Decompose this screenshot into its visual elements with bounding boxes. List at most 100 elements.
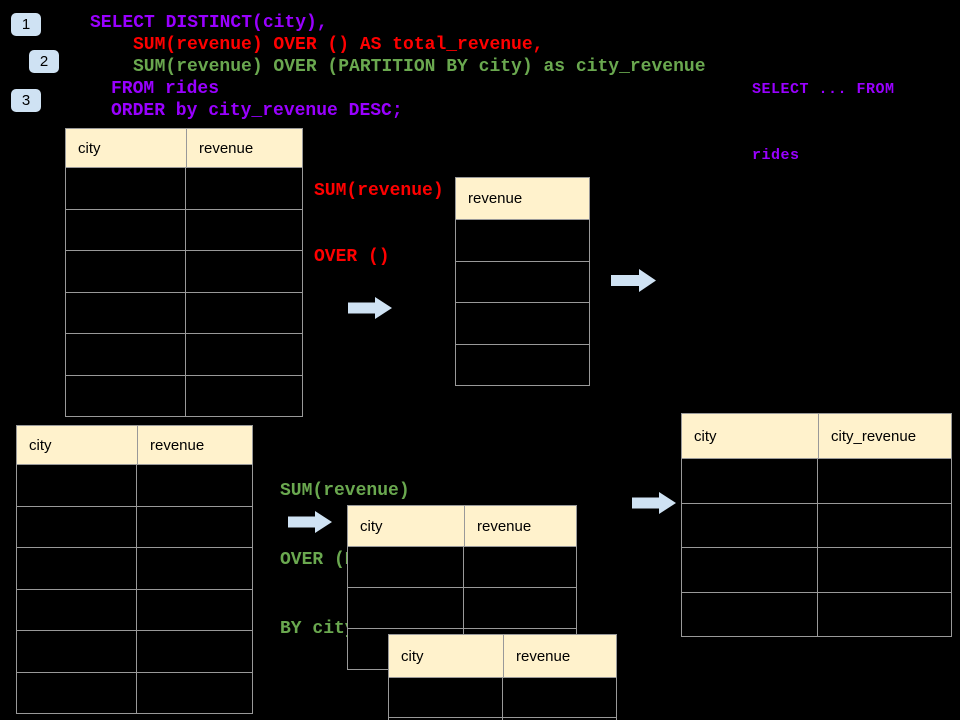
arrow-right-icon bbox=[348, 297, 392, 319]
table-row bbox=[389, 717, 616, 720]
table-cell bbox=[17, 589, 137, 630]
table-cell bbox=[66, 251, 186, 292]
table-cell bbox=[348, 588, 464, 628]
column-header-city-revenue: city_revenue bbox=[818, 414, 951, 458]
table-result-city-revenue: city city_revenue bbox=[681, 413, 952, 637]
table-cell bbox=[137, 673, 252, 714]
table-cell bbox=[137, 548, 252, 589]
table-row bbox=[17, 547, 252, 589]
table-row bbox=[66, 167, 302, 209]
table-cell bbox=[17, 672, 137, 713]
table-header-row: city revenue bbox=[348, 506, 576, 546]
table-row bbox=[456, 302, 589, 344]
table-cell bbox=[682, 503, 818, 547]
arrow-right-icon bbox=[611, 269, 656, 292]
table-body bbox=[66, 167, 302, 416]
table-cell bbox=[389, 678, 503, 717]
table-header-row: city city_revenue bbox=[682, 414, 951, 458]
table-cell bbox=[456, 220, 589, 261]
sql-line-city-revenue: SUM(revenue) OVER (PARTITION BY city) as… bbox=[133, 57, 706, 77]
table-header-row: city revenue bbox=[389, 635, 616, 677]
table-cell bbox=[66, 168, 186, 209]
table-cell bbox=[66, 375, 186, 416]
from-rides-note-line2: rides bbox=[752, 147, 800, 164]
table-row bbox=[66, 333, 302, 375]
table-header-row: city revenue bbox=[17, 426, 252, 464]
table-row bbox=[682, 547, 951, 592]
table-cell bbox=[818, 593, 951, 637]
table-row bbox=[682, 502, 951, 548]
table-row bbox=[17, 588, 252, 631]
table-row bbox=[682, 591, 951, 637]
column-header-city: city bbox=[694, 427, 717, 445]
table-cell bbox=[137, 631, 252, 672]
sql-line-from: FROM rides bbox=[111, 79, 220, 99]
arrow-right-icon bbox=[632, 492, 676, 514]
table-cell bbox=[17, 548, 137, 589]
table-cell bbox=[503, 678, 616, 717]
table-row bbox=[682, 458, 951, 503]
sql-line-select: SELECT DISTINCT(city), bbox=[90, 13, 328, 33]
table-cell bbox=[186, 251, 302, 292]
table-cell bbox=[682, 548, 818, 592]
table-cell bbox=[456, 345, 589, 386]
sql-line-total-revenue: SUM(revenue) OVER () AS total_revenue, bbox=[133, 35, 544, 55]
table-cell bbox=[66, 334, 186, 375]
table-body bbox=[17, 464, 252, 713]
table-partition-group-2: city revenue bbox=[388, 634, 617, 720]
table-body bbox=[456, 219, 589, 385]
column-header-city: city bbox=[401, 647, 424, 665]
table-cell bbox=[186, 168, 302, 209]
table-cell bbox=[682, 592, 818, 636]
table-cell bbox=[137, 590, 252, 631]
table-source-top: city revenue bbox=[65, 128, 303, 417]
table-cell bbox=[17, 631, 137, 672]
column-header-city: city bbox=[360, 517, 383, 535]
table-total-revenue: revenue bbox=[455, 177, 590, 386]
table-cell bbox=[389, 718, 503, 720]
column-header-revenue: revenue bbox=[464, 506, 576, 546]
table-cell bbox=[818, 504, 951, 548]
table-cell bbox=[456, 303, 589, 344]
table-cell bbox=[464, 588, 576, 628]
table-cell bbox=[66, 292, 186, 333]
column-header-revenue: revenue bbox=[503, 635, 616, 677]
table-row bbox=[456, 219, 589, 261]
table-cell bbox=[186, 293, 302, 334]
table-cell bbox=[17, 465, 137, 506]
step-badge-2: 2 bbox=[29, 50, 59, 73]
table-row bbox=[17, 464, 252, 506]
table-cell bbox=[66, 209, 186, 250]
step-badge-3: 3 bbox=[11, 89, 41, 112]
column-header-revenue: revenue bbox=[468, 190, 523, 207]
table-body bbox=[682, 458, 951, 636]
table-header-row: city revenue bbox=[66, 129, 302, 167]
table-row bbox=[66, 374, 302, 417]
arrow-right-icon bbox=[288, 511, 332, 533]
column-header-revenue: revenue bbox=[186, 129, 302, 167]
from-rides-note: SELECT ... FROM rides bbox=[752, 35, 895, 211]
table-header-row: revenue bbox=[456, 178, 589, 219]
table-row bbox=[348, 546, 576, 587]
table-cell bbox=[137, 465, 252, 506]
table-body bbox=[389, 677, 616, 720]
column-header-city: city bbox=[29, 436, 52, 454]
table-cell bbox=[137, 507, 252, 548]
table-row bbox=[66, 208, 302, 250]
table-row bbox=[456, 343, 589, 386]
column-header-revenue: revenue bbox=[137, 426, 252, 464]
table-row bbox=[389, 677, 616, 717]
table-cell bbox=[348, 547, 464, 587]
table-row bbox=[456, 260, 589, 303]
annotation-partition-line1: SUM(revenue) bbox=[280, 481, 410, 501]
table-row bbox=[66, 291, 302, 334]
table-row bbox=[17, 630, 252, 672]
table-source-bottom: city revenue bbox=[16, 425, 253, 714]
table-cell bbox=[17, 506, 137, 547]
table-row bbox=[17, 505, 252, 548]
from-rides-note-line1: SELECT ... FROM bbox=[752, 81, 895, 98]
annotation-sum-over-total: SUM(revenue) OVER () bbox=[314, 136, 444, 312]
table-cell bbox=[186, 376, 302, 417]
table-cell bbox=[818, 459, 951, 503]
